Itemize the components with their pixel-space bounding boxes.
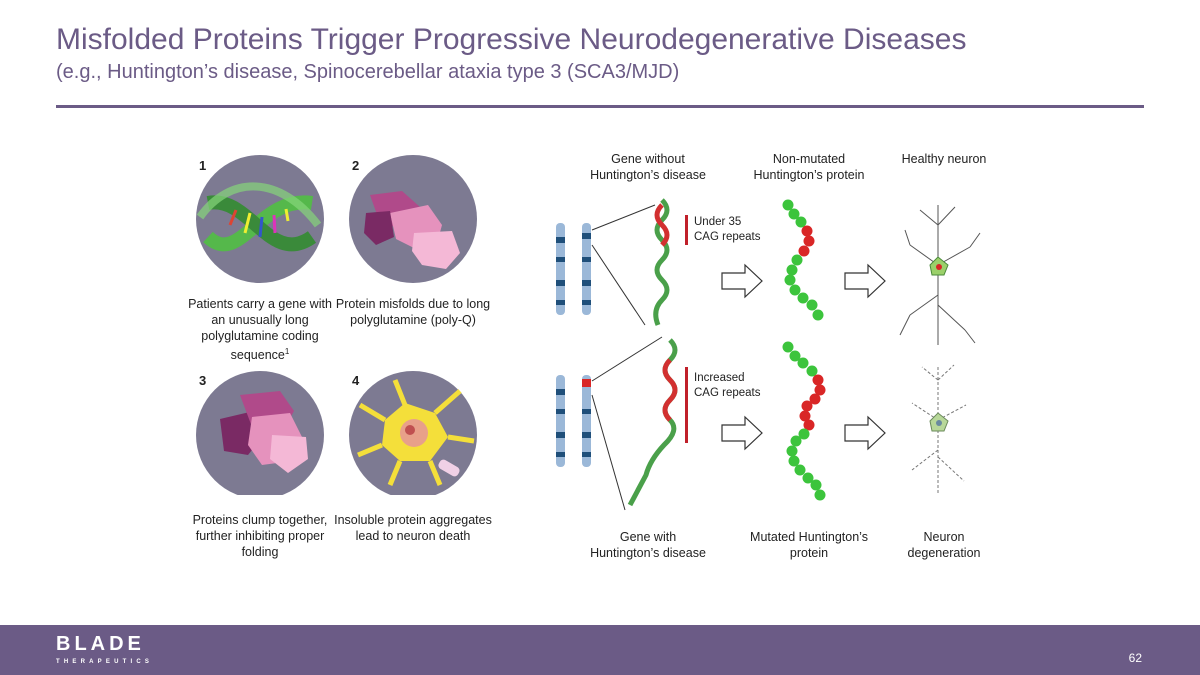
page-number: 62 <box>1128 651 1142 665</box>
company-logo: BLADE <box>56 633 145 655</box>
chromosome-pair-normal <box>556 223 591 315</box>
step-3-caption: Proteins clump together, further inhibit… <box>192 513 328 559</box>
label-healthy-neuron: Healthy neuron <box>901 152 987 166</box>
company-logo-tagline: THERAPEUTICS <box>56 659 154 665</box>
protein-chain-mutated <box>782 341 826 501</box>
label-neuron-degeneration: Neuron degeneration <box>907 530 981 560</box>
protein-chain-normal <box>782 199 824 321</box>
slide-subtitle: (e.g., Huntington’s disease, Spinocerebe… <box>56 61 680 83</box>
steps-illustrations <box>196 155 477 495</box>
repeat-increased-label: Increased CAG repeats <box>694 372 761 399</box>
step-4-number: 4 <box>352 373 360 388</box>
step-1-caption-text: Patients carry a gene with an unusually … <box>188 297 332 363</box>
neuron-death-illustration <box>349 371 477 495</box>
arrow-protein-to-neuron-top <box>844 263 886 299</box>
slide-title: Misfolded Proteins Trigger Progressive N… <box>56 23 967 56</box>
diagram-graphics <box>556 198 981 511</box>
dna-strand-normal <box>653 198 670 326</box>
label-gene-without: Gene without Huntington’s disease <box>590 152 706 182</box>
title-divider <box>56 105 1144 108</box>
step-1-caption: Patients carry a gene with an unusually … <box>180 296 340 363</box>
dna-illustration <box>196 155 324 283</box>
degenerating-neuron-illustration <box>911 364 967 495</box>
repeat-bar-increased <box>685 367 688 443</box>
arrow-gene-to-protein-bottom <box>721 415 763 451</box>
repeat-bar-normal <box>685 215 688 245</box>
chromosome-pair-mutated <box>556 375 591 467</box>
label-mutated-protein: Mutated Huntington’s protein <box>750 530 868 560</box>
healthy-neuron-illustration <box>899 205 981 345</box>
clumped-proteins-illustration <box>196 371 324 495</box>
label-non-mutated-protein: Non-mutated Huntington’s protein <box>753 152 865 182</box>
footer-bar <box>0 625 1200 675</box>
step-3-number: 3 <box>199 373 207 388</box>
arrow-gene-to-protein-top <box>721 263 763 299</box>
misfolded-protein-illustration <box>349 155 477 283</box>
arrow-protein-to-neuron-bottom <box>844 415 886 451</box>
step-2-caption: Protein misfolds due to long polyglutami… <box>335 297 491 327</box>
step-2-number: 2 <box>352 158 360 173</box>
step-4-caption: Insoluble protein aggregates lead to neu… <box>334 513 492 543</box>
label-gene-with: Gene with Huntington’s disease <box>590 530 706 560</box>
step-1-number: 1 <box>199 158 207 173</box>
footnote-1-marker: 1 <box>284 347 290 356</box>
repeat-normal-label: Under 35 CAG repeats <box>694 216 761 243</box>
dna-strand-mutated <box>627 338 678 507</box>
